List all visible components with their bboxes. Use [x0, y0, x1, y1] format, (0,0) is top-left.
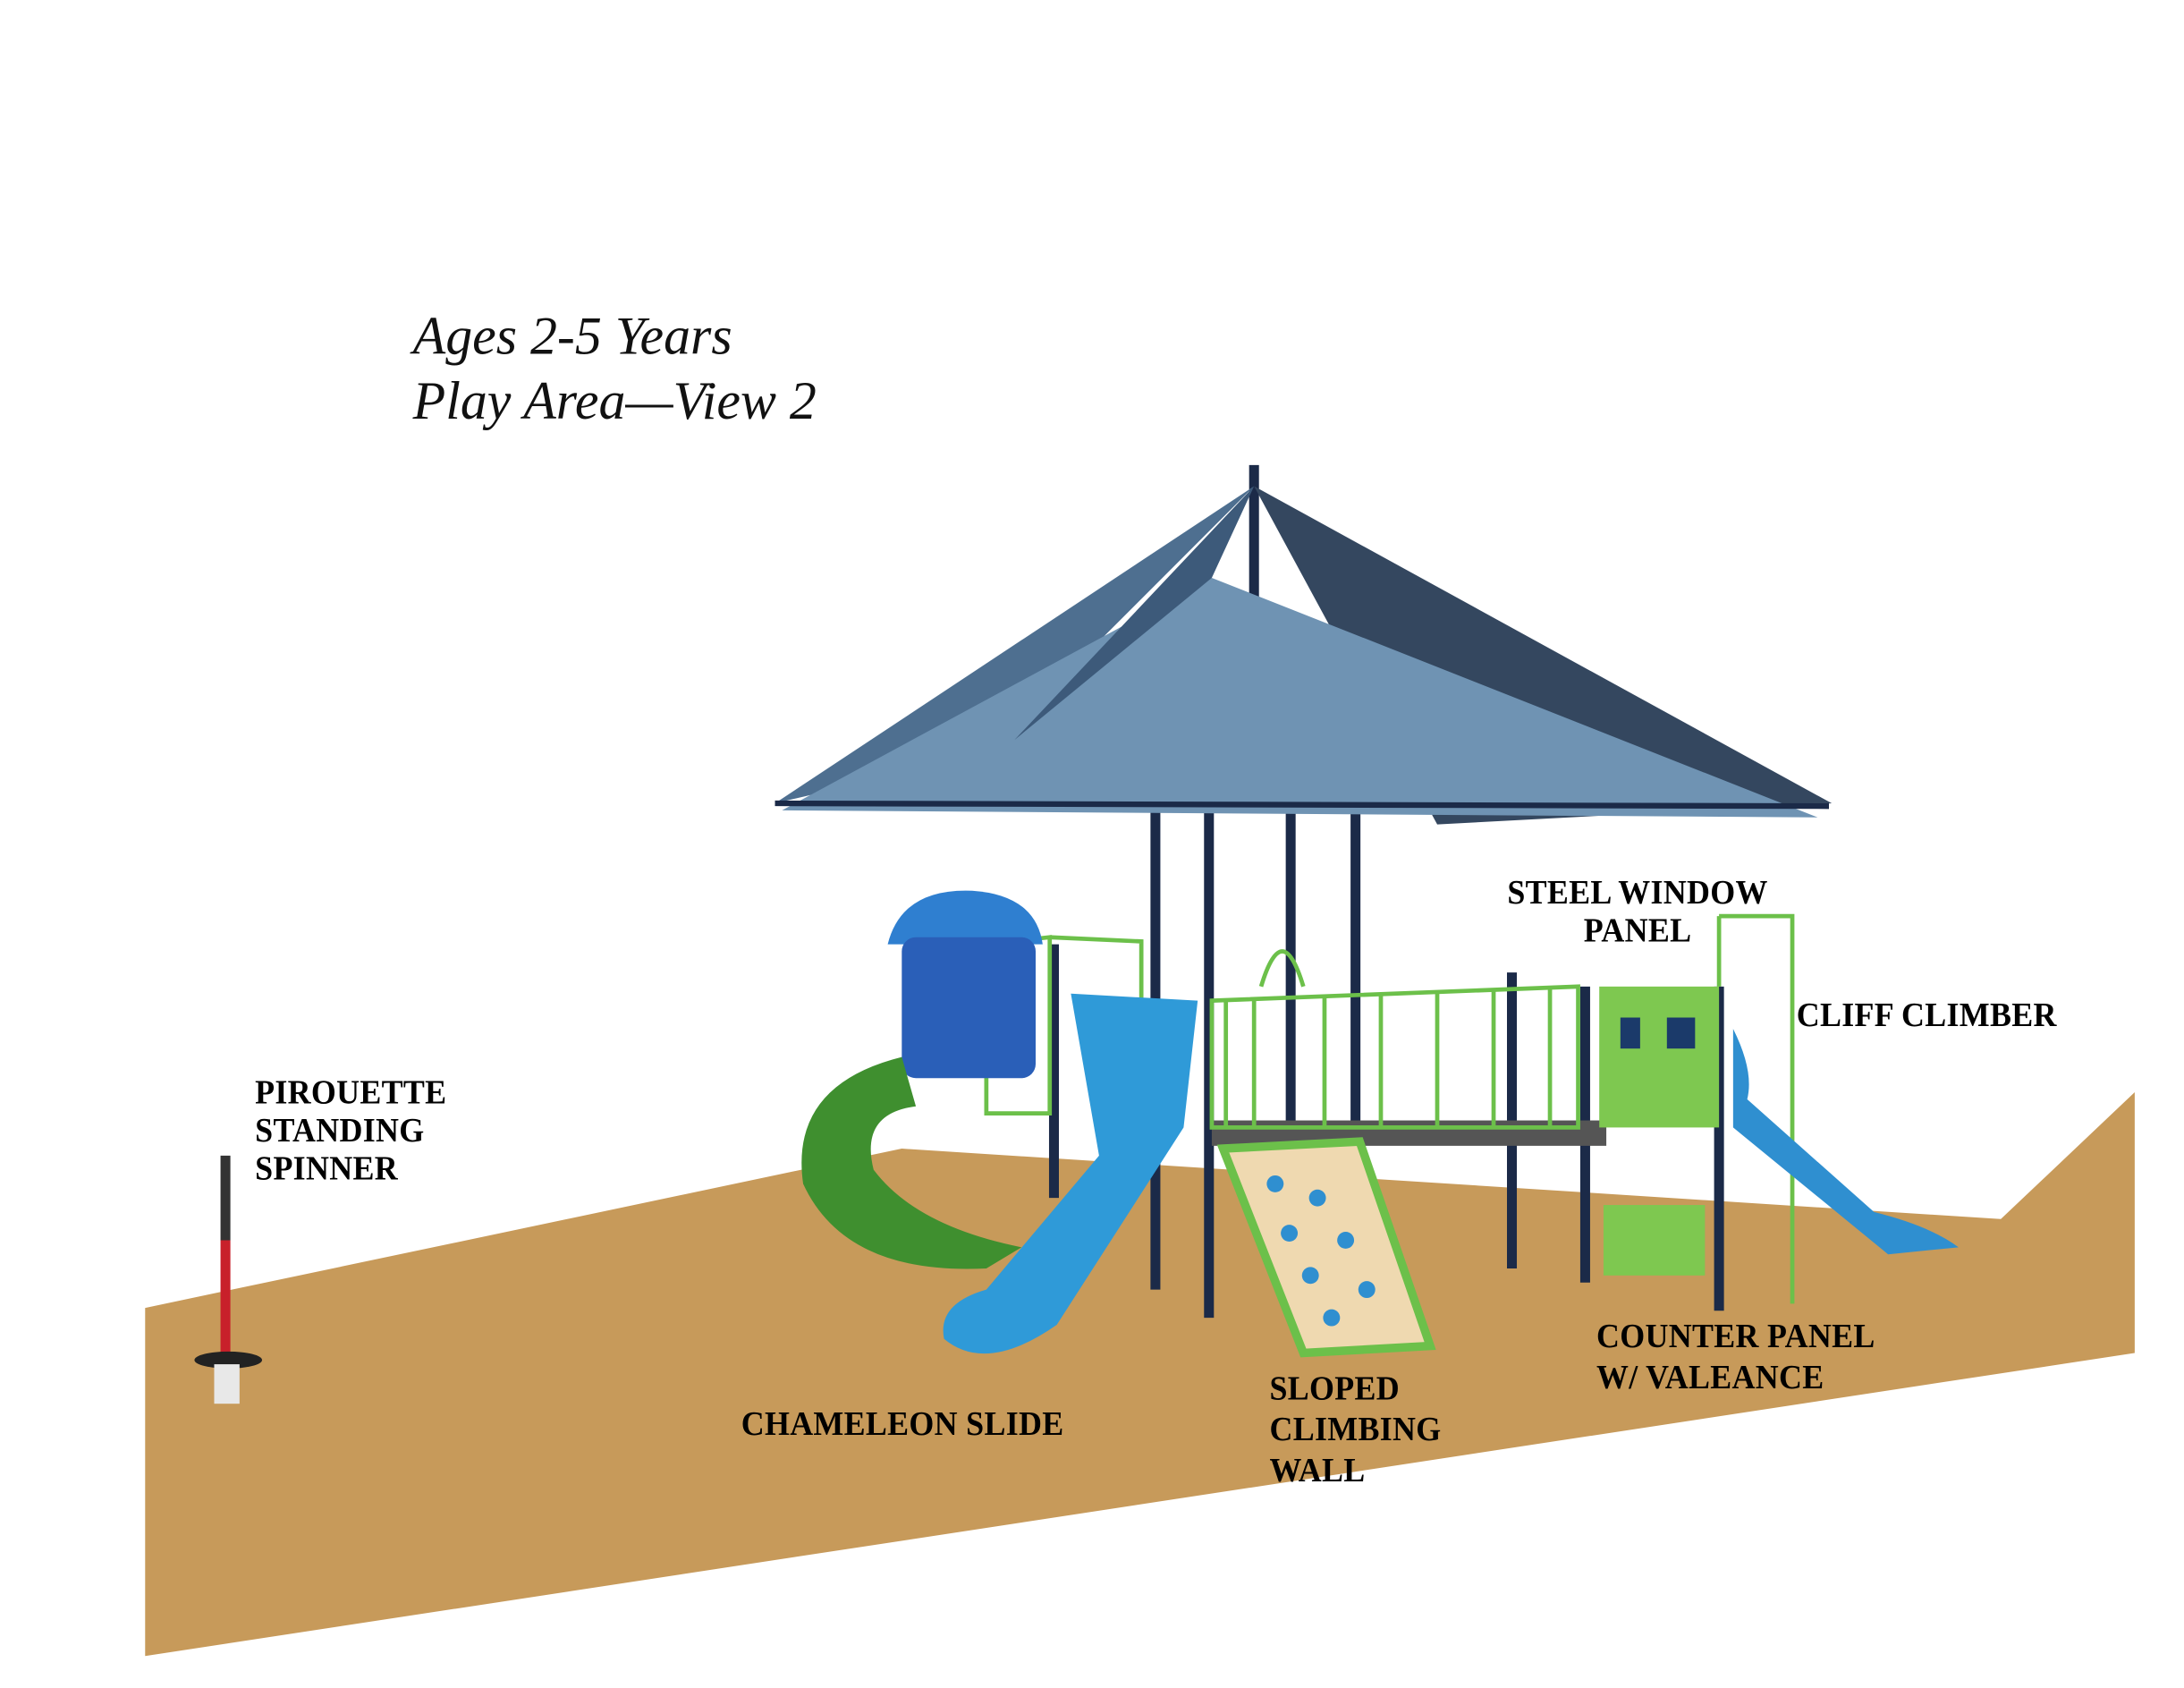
pirouette-spinner	[194, 1155, 263, 1404]
tube-panel	[902, 937, 1036, 1079]
title-line-1: Ages 2-5 Years	[412, 307, 732, 367]
shade-canopy	[775, 486, 1833, 825]
spiral-slide	[801, 1056, 1022, 1269]
label-line: CLIMBING	[1269, 1412, 1442, 1449]
counter-panel	[1603, 1205, 1706, 1276]
tube-roof	[887, 890, 1043, 945]
page-title: Ages 2-5 Years Play Area—View 2	[413, 304, 817, 434]
label-line: STANDING	[255, 1113, 425, 1150]
label-steel-window-panel: STEEL WINDOW PANEL	[1482, 875, 1792, 951]
label-pirouette-spinner: PIROUETTE STANDING SPINNER	[255, 1075, 446, 1190]
label-line: WALL	[1269, 1453, 1366, 1490]
label-sloped-climbing-wall: SLOPED CLIMBING WALL	[1270, 1370, 1442, 1492]
label-line: SPINNER	[255, 1151, 398, 1189]
title-line-2: Play Area—View 2	[412, 371, 817, 432]
deck	[1211, 1120, 1607, 1146]
label-counter-panel: COUNTER PANEL W/ VALEANCE	[1596, 1318, 1875, 1399]
label-line: PIROUETTE	[255, 1075, 447, 1113]
label-line: PANEL	[1583, 912, 1692, 950]
steel-window-panel	[1599, 986, 1720, 1128]
green-railings	[984, 913, 1795, 1304]
label-line: STEEL WINDOW	[1507, 875, 1768, 912]
label-chameleon-slide: CHAMELEON SLIDE	[741, 1406, 1064, 1444]
label-line: SLOPED	[1269, 1370, 1401, 1408]
chameleon-slide	[943, 993, 1198, 1354]
label-line: COUNTER PANEL	[1596, 1319, 1875, 1356]
label-cliff-climber: CLIFF CLIMBER	[1796, 997, 2057, 1035]
label-line: W/ VALEANCE	[1596, 1360, 1824, 1397]
climbing-holds	[1266, 1175, 1376, 1327]
window-icon	[1620, 1017, 1696, 1049]
cliff-side-slide	[1732, 1029, 1959, 1255]
sloped-climbing-wall	[1216, 1137, 1436, 1358]
